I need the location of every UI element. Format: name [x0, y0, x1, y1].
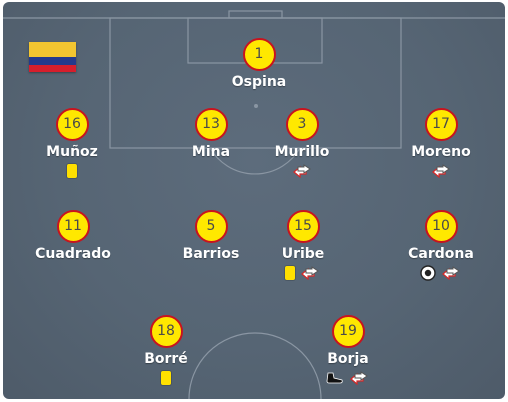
player-munoz[interactable]: 16 Muñoz — [17, 108, 127, 179]
player-ospina[interactable]: 1 Ospina — [204, 38, 314, 90]
player-number-badge: 10 — [424, 210, 458, 243]
pitch-markings — [3, 10, 505, 399]
player-name: Borré — [144, 351, 188, 367]
player-name: Borja — [327, 351, 369, 367]
substitution-icon — [299, 266, 321, 281]
player-cardona[interactable]: 10 Cardona — [386, 210, 496, 281]
substitution-icon — [430, 164, 452, 179]
player-events — [293, 370, 403, 386]
football-pitch: 1 Ospina 16 Muñoz 13 Mina 3 Murillo 17 M… — [3, 2, 505, 399]
player-name: Uribe — [281, 246, 325, 262]
player-events — [247, 163, 357, 179]
yellow-card-icon — [161, 371, 171, 385]
player-mina[interactable]: 13 Mina — [156, 108, 266, 160]
player-number-badge: 3 — [285, 108, 319, 141]
player-number-badge: 11 — [56, 210, 90, 243]
player-name: Murillo — [274, 144, 330, 160]
yellow-card-icon — [67, 164, 77, 178]
player-name: Ospina — [231, 74, 287, 90]
substitution-icon — [440, 266, 462, 281]
player-borre[interactable]: 18 Borré — [111, 315, 221, 386]
player-cuadrado[interactable]: 11 Cuadrado — [18, 210, 128, 262]
player-number-badge: 16 — [55, 108, 89, 141]
player-number-badge: 17 — [424, 108, 458, 141]
player-number-badge: 19 — [331, 315, 365, 348]
flag-stripe-blue — [29, 57, 76, 65]
player-number-badge: 18 — [149, 315, 183, 348]
player-moreno[interactable]: 17 Moreno — [386, 108, 496, 179]
player-name: Cardona — [408, 246, 474, 262]
player-number-badge: 1 — [242, 38, 276, 71]
player-borja[interactable]: 19 Borja — [293, 315, 403, 386]
player-events — [386, 163, 496, 179]
player-murillo[interactable]: 3 Murillo — [247, 108, 357, 179]
flag-stripe-red — [29, 65, 76, 72]
player-name: Barrios — [182, 246, 240, 262]
substitution-icon — [348, 371, 370, 386]
player-events — [17, 163, 127, 179]
player-events — [248, 265, 358, 281]
player-number-badge: 15 — [286, 210, 320, 243]
player-barrios[interactable]: 5 Barrios — [156, 210, 266, 262]
player-name: Mina — [191, 144, 231, 160]
player-name: Cuadrado — [35, 246, 111, 262]
player-events — [386, 265, 496, 281]
boot-icon — [326, 371, 344, 385]
player-events — [111, 370, 221, 386]
player-number-badge: 13 — [194, 108, 228, 141]
player-number-badge: 5 — [194, 210, 228, 243]
player-uribe[interactable]: 15 Uribe — [248, 210, 358, 281]
colombia-flag-icon — [29, 42, 76, 72]
goal-ball-icon — [420, 265, 436, 281]
player-name: Muñoz — [46, 144, 98, 160]
substitution-icon — [291, 164, 313, 179]
player-name: Moreno — [411, 144, 471, 160]
yellow-card-icon — [285, 266, 295, 280]
flag-stripe-yellow — [29, 42, 76, 57]
